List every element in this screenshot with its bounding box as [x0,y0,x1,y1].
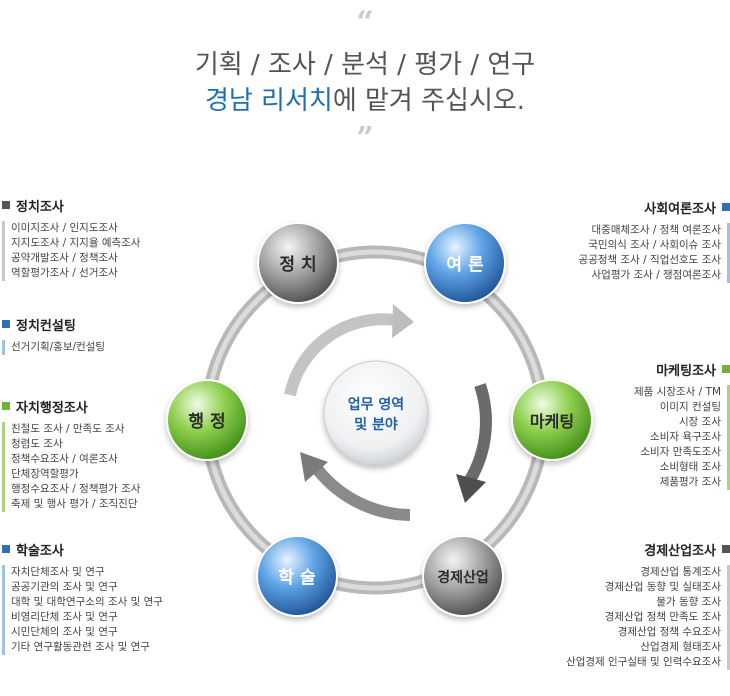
headline-line1: 기획 / 조사 / 분석 / 평가 / 연구 [194,50,536,80]
list-item: 제품 시장조사 / TM [634,386,721,398]
category-jachi-haengjeong: 자치행정조사 친절도 조사 / 만족도 조사 청렴도 조사 정책수요조사 / 여… [2,397,146,512]
list-item: 청렴도 조사 [11,438,63,450]
list-item: 지지도조사 / 지지율 예측조사 [11,237,141,249]
center-label-line1: 업무 영역 [348,396,404,413]
list-item: 단체장역할평가 [11,468,79,480]
center-circle [323,360,429,466]
node-label-yeoron: 여 론 [446,255,484,275]
square-marker-icon [2,320,10,328]
category-items: 제품 시장조사 / TM 이미지 컨설팅 시장 조사 소비자 욕구조사 소비자 … [628,385,730,490]
list-item: 공약개발조사 / 정책조사 [11,252,118,264]
headline-rest: 에 맡겨 주십시오. [332,86,526,116]
node-haksul: 학 술 [256,535,338,617]
list-item: 자치단체조사 및 연구 [11,566,105,578]
list-item: 이미지 컨설팅 [659,401,721,413]
category-sahoe-yeoron: 사회여론조사 대중매체조사 / 정책 여론조사 국민의식 조사 / 사회이슈 조… [573,198,730,283]
square-marker-icon [2,201,10,209]
list-item: 경제산업 정책 수요조사 [617,626,721,638]
category-title: 마케팅조사 [628,360,730,379]
square-marker-icon [2,402,10,410]
node-gyeongje: 경제산업 [422,535,504,617]
headline-line2: 경남 리서치에 맡겨 주십시오. [0,84,730,118]
list-item: 선거기획/홍보/컨설팅 [11,341,106,353]
category-marketing-josa: 마케팅조사 제품 시장조사 / TM 이미지 컨설팅 시장 조사 소비자 욕구조… [628,360,730,490]
close-quote-mark: ” [356,121,374,156]
list-item: 국민의식 조사 / 사회이슈 조사 [588,239,721,251]
node-jeongchi: 정 치 [257,222,339,304]
category-items: 이미지조사 / 인지도조사 지지도조사 / 지지율 예측조사 공약개발조사 / … [2,221,146,281]
square-marker-icon [2,545,10,553]
list-item: 소비자 욕구조사 [650,431,721,443]
list-item: 경제산업 통계조사 [640,566,721,578]
category-jeongchi-consulting: 정치컨설팅 선거기획/홍보/컨설팅 [2,315,111,355]
category-title: 자치행정조사 [2,397,146,416]
list-item: 산업경제 인구실태 및 인력수요조사 [566,656,721,668]
node-label-haksul: 학 술 [278,568,316,588]
square-marker-icon [722,545,730,553]
node-label-haengjeong: 행 정 [188,412,225,432]
category-items: 대중매체조사 / 정책 여론조사 국민의식 조사 / 사회이슈 조사 공공정책 … [573,223,730,283]
category-items: 선거기획/홍보/컨설팅 [2,340,111,355]
node-yeoron: 여 론 [424,222,506,304]
list-item: 공공기관의 조사 및 연구 [11,581,118,593]
cycle-arrow-right [464,383,492,484]
cycle-arrows [284,304,492,521]
list-item: 정책수요조사 / 여론조사 [11,453,118,465]
category-jeongchi-josa: 정치조사 이미지조사 / 인지도조사 지지도조사 / 지지율 예측조사 공약개발… [2,196,146,281]
list-item: 공공정책 조사 / 직업선호도 조사 [578,254,721,266]
list-item: 이미지조사 / 인지도조사 [11,222,118,234]
cycle-arrow-left [313,466,411,521]
category-title: 경제산업조사 [560,540,730,559]
category-haksul-josa: 학술조사 자치단체조사 및 연구 공공기관의 조사 및 연구 대학 및 대학연구… [2,540,169,655]
category-gyeongje-saneop: 경제산업조사 경제산업 통계조사 경제산업 동향 및 실태조사 물가 동향 조사… [560,540,730,670]
list-item: 소비형태 조사 [659,461,721,473]
square-marker-icon [722,365,730,373]
node-haengjeong: 행 정 [166,379,248,461]
list-item: 산업경제 형태조사 [640,641,721,653]
list-item: 사업평가 조사 / 쟁점여론조사 [591,269,721,281]
list-item: 대학 및 대학연구소의 조사 및 연구 [11,596,163,608]
node-marketing: 마케팅 [511,379,593,461]
open-quote-mark: “ [356,5,374,40]
category-items: 경제산업 통계조사 경제산업 동향 및 실태조사 물가 동향 조사 경제산업 정… [560,565,730,670]
category-items: 친절도 조사 / 만족도 조사 청렴도 조사 정책수요조사 / 여론조사 단체장… [2,422,146,512]
center-label-line2: 및 분야 [354,416,398,433]
list-item: 비영리단체 조사 및 연구 [11,611,118,623]
category-title: 정치조사 [2,196,146,215]
list-item: 행정수요조사 / 정책평가 조사 [11,483,141,495]
node-label-jeongchi: 정 치 [279,255,316,275]
list-item: 경제산업 정책 만족도 조사 [604,611,721,623]
list-item: 경제산업 동향 및 실태조사 [604,581,721,593]
node-label-gyeongje: 경제산업 [437,569,489,586]
list-item: 제품평가 조사 [659,476,721,488]
category-items: 자치단체조사 및 연구 공공기관의 조사 및 연구 대학 및 대학연구소의 조사… [2,565,169,655]
node-label-marketing: 마케팅 [530,412,574,431]
list-item: 대중매체조사 / 정책 여론조사 [591,224,721,236]
list-item: 역할평가조사 / 선거조사 [11,267,118,279]
category-title: 정치컨설팅 [2,315,111,334]
list-item: 소비자 만족도조사 [640,446,721,458]
category-title: 학술조사 [2,540,169,559]
category-title: 사회여론조사 [573,198,730,217]
list-item: 축제 및 행사 평가 / 조직진단 [11,498,138,510]
square-marker-icon [722,203,730,211]
headline-highlight: 경남 리서치 [204,86,333,116]
list-item: 물가 동향 조사 [656,596,721,608]
list-item: 시민단체의 조사 및 연구 [11,626,118,638]
list-item: 시장 조사 [679,416,721,428]
cycle-arrow-top [284,313,396,397]
list-item: 기타 연구활동관련 조사 및 연구 [11,641,150,653]
list-item: 친절도 조사 / 만족도 조사 [11,423,125,435]
